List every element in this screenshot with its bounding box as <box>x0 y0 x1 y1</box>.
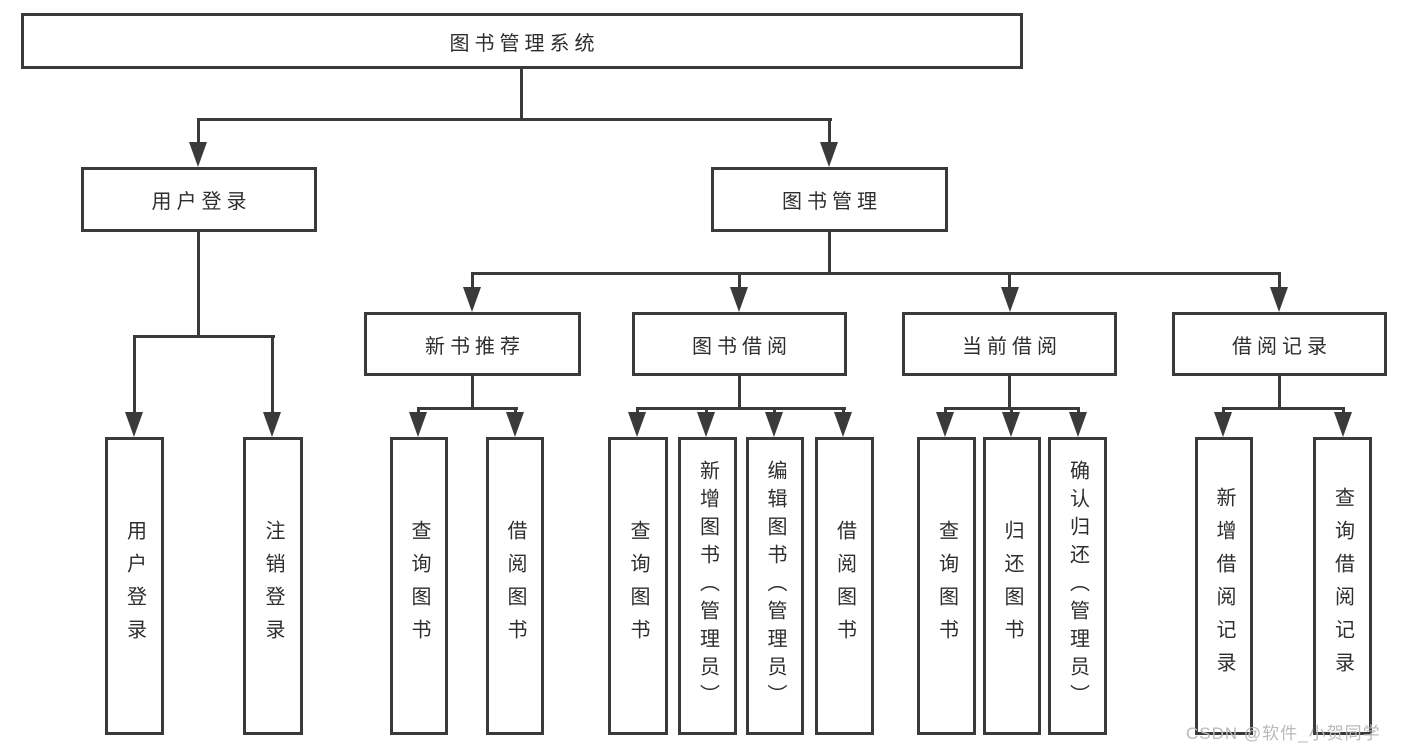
arrow-down-icon <box>409 412 427 437</box>
connector-user-login-stem <box>197 232 200 338</box>
node-borrow-record-label: 借阅记录 <box>1232 335 1332 358</box>
arrow-down-icon <box>506 412 524 437</box>
leaf-label: 查询借阅记录 <box>1331 487 1354 685</box>
leaf-label: 查询图书 <box>935 520 958 652</box>
connector-borrow-record-rail <box>1222 407 1345 410</box>
leaf-br-query-record: 查询借阅记录 <box>1313 437 1372 735</box>
leaf-label: 注销登录 <box>262 520 284 652</box>
leaf-rec-query-book: 查询图书 <box>390 437 448 735</box>
arrow-down-icon <box>730 287 748 312</box>
arrow-down-icon <box>263 412 281 437</box>
connector-root-rail <box>197 118 832 121</box>
connector-to-level3 <box>1278 272 1281 292</box>
leaf-bb-borrow-book: 借阅图书 <box>815 437 874 735</box>
leaf-label: 查询图书 <box>627 520 649 652</box>
connector-book-borrow-stem <box>738 376 741 410</box>
arrow-down-icon <box>765 412 783 437</box>
leaf-label: 确认归还（管理员） <box>1066 460 1089 712</box>
leaf-logout: 注销登录 <box>243 437 303 735</box>
arrow-down-icon <box>1214 412 1232 437</box>
leaf-label: 编辑图书（管理员） <box>764 460 786 712</box>
arrow-down-icon <box>1270 287 1288 312</box>
arrow-down-icon <box>1069 412 1087 437</box>
leaf-br-add-record: 新增借阅记录 <box>1195 437 1253 735</box>
leaf-cb-confirm-return: 确认归还（管理员） <box>1048 437 1107 735</box>
leaf-bb-edit-book: 编辑图书（管理员） <box>746 437 804 735</box>
connector-new-book-rec-rail <box>417 407 518 410</box>
node-user-login: 用户登录 <box>81 167 317 232</box>
arrow-down-icon <box>189 142 207 167</box>
arrow-down-icon <box>1334 412 1352 437</box>
arrow-down-icon <box>697 412 715 437</box>
connector-to-level3 <box>738 272 741 292</box>
connector-current-borrow-stem <box>1008 376 1011 410</box>
connector-root-stem <box>520 69 523 118</box>
node-current-borrow: 当前借阅 <box>902 312 1117 376</box>
leaf-bb-query-book: 查询图书 <box>608 437 668 735</box>
connector-book-mgmt-stem <box>828 232 831 275</box>
connector-book-borrow-rail <box>636 407 846 410</box>
leaf-label: 查询图书 <box>408 520 430 652</box>
arrow-down-icon <box>1002 412 1020 437</box>
connector-to-level3 <box>1008 272 1011 292</box>
arrow-down-icon <box>463 287 481 312</box>
node-root: 图书管理系统 <box>21 13 1023 69</box>
leaf-cb-return-book: 归还图书 <box>983 437 1041 735</box>
leaf-user-login: 用户登录 <box>105 437 164 735</box>
connector-to-book-mgmt <box>828 121 831 146</box>
leaf-cb-query-book: 查询图书 <box>917 437 976 735</box>
watermark: CSDN @软件_小贺同学 <box>1186 724 1381 743</box>
node-root-label: 图书管理系统 <box>449 32 600 55</box>
leaf-label: 新增图书（管理员） <box>696 460 719 712</box>
arrow-down-icon <box>628 412 646 437</box>
node-book-mgmt-label: 图书管理 <box>782 191 882 213</box>
node-book-borrow-label: 图书借阅 <box>692 335 792 358</box>
leaf-label: 用户登录 <box>123 520 146 652</box>
connector-to-leaf <box>271 335 274 420</box>
connector-borrow-record-stem <box>1278 376 1281 410</box>
leaf-bb-add-book: 新增图书（管理员） <box>678 437 737 735</box>
leaf-label: 归还图书 <box>1001 520 1023 652</box>
connector-to-user-login <box>197 121 200 146</box>
connector-user-login-rail <box>133 335 275 338</box>
connector-to-leaf <box>133 335 136 420</box>
node-book-mgmt: 图书管理 <box>711 167 948 232</box>
leaf-label: 借阅图书 <box>504 520 526 652</box>
connector-new-book-rec-stem <box>471 376 474 410</box>
leaf-label: 借阅图书 <box>833 520 856 652</box>
node-current-borrow-label: 当前借阅 <box>962 335 1062 358</box>
arrow-down-icon <box>1001 287 1019 312</box>
leaf-rec-borrow-book: 借阅图书 <box>486 437 544 735</box>
leaf-label: 新增借阅记录 <box>1213 487 1235 685</box>
node-borrow-record: 借阅记录 <box>1172 312 1387 376</box>
node-user-login-label: 用户登录 <box>151 191 252 213</box>
arrow-down-icon <box>834 412 852 437</box>
connector-to-level3 <box>471 272 474 292</box>
arrow-down-icon <box>936 412 954 437</box>
arrow-down-icon <box>125 412 143 437</box>
node-book-borrow: 图书借阅 <box>632 312 847 376</box>
node-new-book-rec-label: 新书推荐 <box>425 335 525 358</box>
arrow-down-icon <box>820 142 838 167</box>
node-new-book-rec: 新书推荐 <box>364 312 581 376</box>
connector-book-mgmt-rail <box>471 272 1281 275</box>
